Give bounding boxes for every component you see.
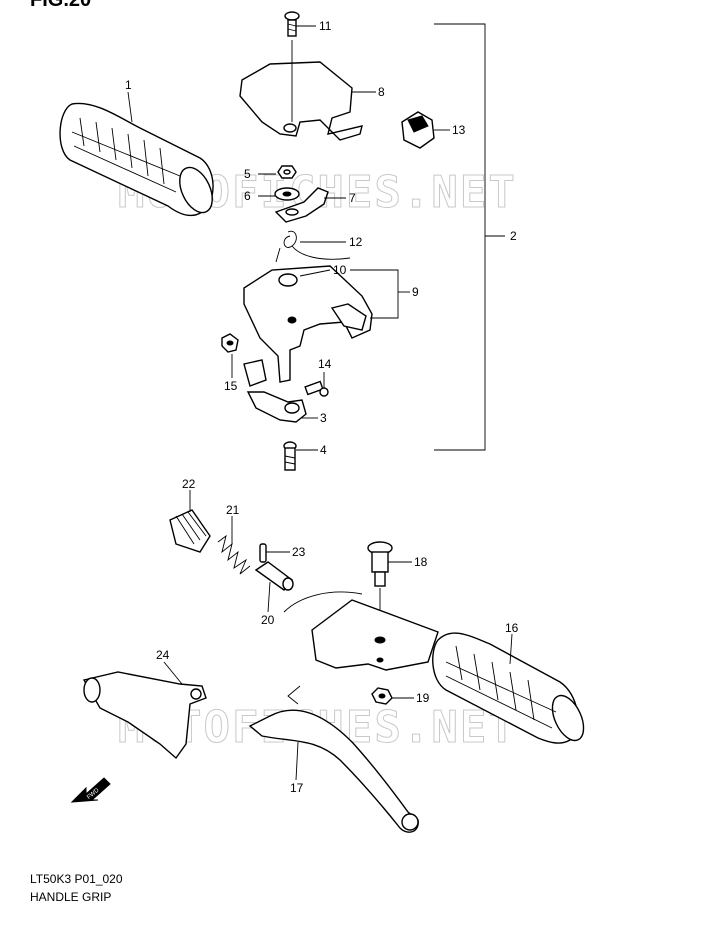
callout-6: 6: [244, 189, 251, 203]
lever-bracket[interactable]: [283, 591, 439, 671]
callout-17: 17: [290, 781, 304, 795]
assembly-bracket-2: [434, 23, 505, 451]
diagram-code: LT50K3 P01_020: [30, 872, 123, 886]
screw-11[interactable]: [284, 11, 300, 37]
callout-16: 16: [505, 621, 519, 635]
callout-21: 21: [226, 503, 240, 517]
return-spring-12[interactable]: [275, 230, 351, 263]
callout-19: 19: [416, 691, 430, 705]
callout-11: 11: [319, 19, 332, 33]
leader-lines: [127, 25, 513, 781]
callout-2: 2: [510, 229, 517, 243]
brake-lever-17[interactable]: [248, 685, 419, 833]
lever-cover-24[interactable]: [82, 671, 207, 760]
callout-12: 12: [349, 235, 363, 249]
spring-21[interactable]: [217, 534, 251, 575]
callout-18: 18: [414, 555, 428, 569]
callout-4: 4: [320, 443, 327, 457]
screw-14[interactable]: [304, 380, 329, 397]
left-handle-grip[interactable]: [59, 102, 219, 217]
throttle-lever-3[interactable]: [246, 391, 307, 423]
bolt-4[interactable]: [283, 441, 297, 471]
callout-13: 13: [452, 123, 466, 137]
grommet-13[interactable]: [401, 111, 435, 149]
callout-22: 22: [182, 477, 196, 491]
diagram-name: HANDLE GRIP: [30, 890, 112, 904]
callout-1: 1: [125, 78, 132, 92]
callout-8: 8: [378, 85, 385, 99]
callout-10: 10: [333, 263, 347, 277]
pivot-pin-20[interactable]: [254, 561, 294, 591]
callout-14: 14: [318, 357, 332, 371]
figure-title: FIG.20: [30, 0, 92, 11]
callout-15: 15: [224, 379, 238, 393]
callout-9: 9: [412, 285, 419, 299]
nut-15[interactable]: [221, 333, 239, 353]
washer-6[interactable]: [274, 187, 300, 201]
upper-switch-housing[interactable]: [239, 40, 363, 141]
callout-5: 5: [244, 167, 251, 181]
callout-7: 7: [349, 191, 356, 205]
boot-22[interactable]: [169, 509, 211, 553]
lower-switch-housing[interactable]: [243, 265, 373, 383]
callout-24: 24: [156, 648, 170, 662]
callout-3: 3: [320, 411, 327, 425]
callout-23: 23: [292, 545, 306, 559]
nut-5[interactable]: [277, 165, 297, 179]
forward-arrow-icon: FWD: [70, 777, 111, 803]
right-handle-grip[interactable]: [432, 632, 590, 745]
callout-numbers: 1 2 3 4 5 6 7 8 9 10 11 12 13 14 15 16 1…: [125, 19, 519, 795]
callout-20: 20: [261, 613, 275, 627]
switch-tab-15[interactable]: [243, 359, 267, 387]
pin-23[interactable]: [259, 543, 267, 563]
